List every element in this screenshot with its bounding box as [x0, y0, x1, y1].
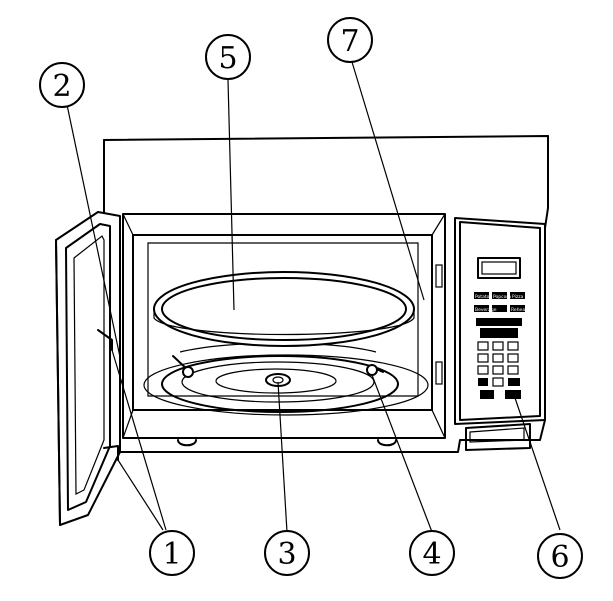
panel-buttons: Potato Popcorn Pizza Beverage Reheat — [474, 292, 527, 399]
callout-1-label: 1 — [162, 537, 181, 572]
callout-2-label: 2 — [52, 69, 71, 104]
callout-3: 3 — [264, 530, 310, 576]
leader-lines — [65, 61, 561, 533]
control-panel: Potato Popcorn Pizza Beverage Reheat — [454, 217, 546, 451]
btn-potato-label: Potato — [475, 294, 490, 300]
callout-5: 5 — [205, 34, 251, 80]
callout-2: 2 — [39, 62, 85, 108]
callout-7: 7 — [327, 17, 373, 63]
callout-4: 4 — [409, 530, 455, 576]
btn-pizza-label: Pizza — [512, 294, 524, 300]
callout-6-label: 6 — [550, 540, 569, 575]
turntable-support — [161, 342, 399, 413]
callout-6: 6 — [537, 533, 583, 579]
btn-reheat-label: Reheat — [511, 307, 527, 313]
callout-1: 1 — [149, 530, 195, 576]
callout-4-label: 4 — [422, 537, 441, 572]
callout-5-label: 5 — [218, 41, 237, 76]
btn-beverage-label: Beverage — [475, 307, 497, 313]
glass-tray — [153, 271, 415, 347]
callout-3-label: 3 — [277, 537, 296, 572]
callout-7-label: 7 — [340, 24, 359, 59]
open-door — [55, 211, 121, 526]
btn-popcorn-label: Popcorn — [493, 294, 511, 300]
